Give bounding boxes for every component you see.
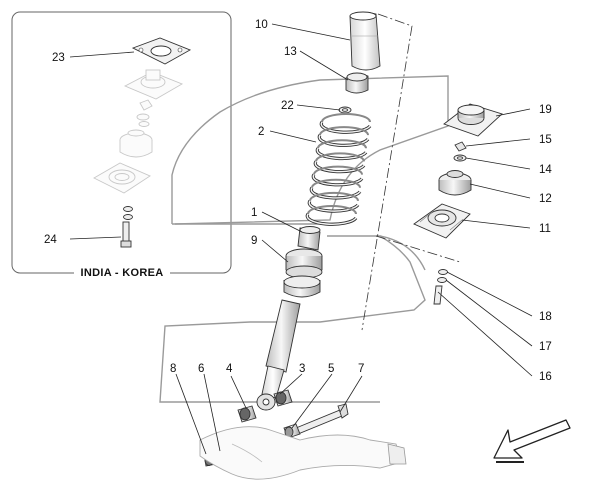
inset-title: INDIA - KOREA (81, 267, 164, 279)
inset-ghost-bumper (119, 129, 153, 158)
part-2-coil-spring (305, 113, 372, 226)
inset-bolt-24 (120, 221, 132, 248)
callout-19: 19 (539, 104, 552, 116)
part-11-spring-seat (413, 203, 471, 239)
callout-2: 2 (258, 126, 264, 138)
part-16-bolt (433, 285, 443, 305)
callout-22: 22 (281, 100, 294, 112)
part-5-sleeve (283, 423, 301, 439)
inset-callout-24: 24 (44, 234, 57, 246)
callout-13: 13 (284, 46, 297, 58)
callout-6: 6 (198, 363, 204, 375)
callout-17: 17 (539, 341, 552, 353)
part-17-washer (437, 277, 447, 283)
centerlines (361, 13, 461, 331)
inset-panel: 23 24 INDIA - KOREA (11, 11, 232, 279)
part-18-washer (438, 269, 448, 275)
callout-labels: 10 13 22 2 1 9 19 15 14 12 11 18 17 16 8… (170, 19, 552, 383)
callout-12: 12 (539, 193, 552, 205)
part-22-washer (338, 106, 352, 114)
callout-1: 1 (251, 207, 257, 219)
callout-3: 3 (299, 363, 305, 375)
inset-ghost-seat (93, 162, 151, 194)
leader-lines (175, 23, 533, 455)
callout-7: 7 (358, 363, 364, 375)
callout-10: 10 (255, 19, 268, 31)
inset-washers (123, 206, 133, 220)
callout-18: 18 (539, 311, 552, 323)
callout-15: 15 (539, 134, 552, 146)
callout-14: 14 (539, 164, 552, 176)
part-10-dust-boot (349, 11, 381, 71)
callout-4: 4 (226, 363, 233, 375)
part-12-bumper (438, 170, 472, 196)
inset-ghost-top-mount (123, 69, 184, 100)
part-1-shock-absorber (256, 226, 323, 411)
lower-control-arm (199, 426, 407, 480)
callout-8: 8 (170, 363, 176, 375)
callout-16: 16 (539, 371, 552, 383)
inset-ghost-nut (136, 99, 153, 127)
part-4-bushing (237, 405, 257, 423)
part-7-bolt (295, 403, 349, 435)
part-3-bushing (273, 389, 293, 407)
direction-arrow-icon (493, 419, 571, 463)
inset-callout-23: 23 (52, 52, 65, 64)
part-19-top-mount (443, 103, 503, 137)
inset-gasket-23 (131, 37, 192, 65)
callout-5: 5 (328, 363, 334, 375)
callout-9: 9 (251, 235, 257, 247)
part-13-bump-stop (345, 72, 369, 94)
callout-11: 11 (539, 223, 551, 235)
part-15-nut (454, 141, 467, 152)
part-14-washer (453, 154, 467, 162)
